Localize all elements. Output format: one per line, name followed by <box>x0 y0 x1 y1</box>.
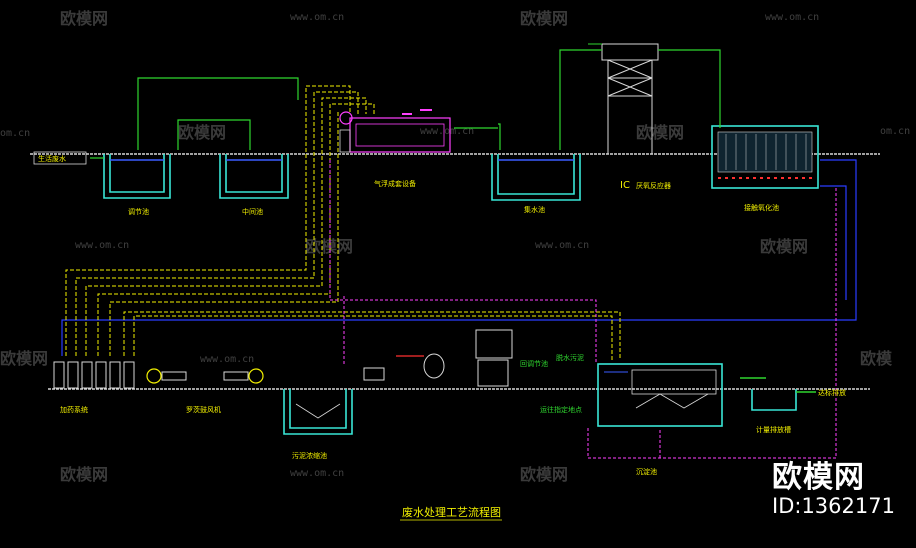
collection-tank-label: 集水池 <box>524 205 545 214</box>
sludge-dewater-label: 脱水污泥 <box>556 353 584 362</box>
roots-blower <box>146 368 264 384</box>
watermark-brand: 欧模网 <box>636 123 684 142</box>
watermark-site: www.om.cn <box>200 354 254 365</box>
sludge-pipes <box>329 160 837 459</box>
watermark-brand: 欧模网 <box>178 123 226 142</box>
middle-tank-label: 中间池 <box>242 207 263 216</box>
air-flotation-label: 气浮成套设备 <box>374 179 416 188</box>
regulating-tank-label: 调节池 <box>128 207 149 216</box>
watermark-brand: 欧模网 <box>520 465 568 484</box>
watermark-site: www.om.cn <box>290 12 344 23</box>
outfall-label: 达标排放 <box>818 388 846 397</box>
watermark-layer: 欧模网 www.om.cn 欧模网 www.om.cn om.cn 欧模网 ww… <box>0 9 910 484</box>
air-flotation-unit <box>339 109 498 153</box>
middle-tank <box>219 154 289 199</box>
ic-reactor <box>588 43 659 154</box>
watermark-brand: 欧模 <box>860 349 893 368</box>
diagram-labels: 生活废水 调节池 中间池 气浮成套设备 集水池 IC 厌氧反应器 接触氧化池 加… <box>33 151 846 476</box>
metering-tank <box>740 377 816 411</box>
metering-tank-label: 计量排放槽 <box>756 425 791 434</box>
watermark-brand: 欧模网 <box>60 465 108 484</box>
contact-oxidation-tank <box>711 125 819 189</box>
filter-press <box>363 329 513 387</box>
roots-blower-label: 罗茨鼓风机 <box>186 405 221 414</box>
watermark-site: www.om.cn <box>290 468 344 479</box>
ground-lines <box>30 153 880 390</box>
watermark-site: www.om.cn <box>420 126 474 137</box>
watermark-brand: 欧模网 <box>0 349 48 368</box>
watermark-brand: 欧模网 <box>520 9 568 28</box>
watermark-site: om.cn <box>0 128 30 139</box>
watermark-site: www.om.cn <box>535 240 589 251</box>
sedimentation-label: 沉淀池 <box>636 467 657 476</box>
diagram-title: 废水处理工艺流程图 <box>402 505 501 519</box>
water-pipes <box>61 49 857 356</box>
watermark-site: om.cn <box>880 126 910 137</box>
dosing-system-label: 加药系统 <box>60 405 88 414</box>
watermark-brand: 欧模网 <box>305 237 353 256</box>
dosing-system <box>53 361 135 389</box>
air-pipes <box>65 85 621 360</box>
contact-oxidation-label: 接触氧化池 <box>744 203 779 212</box>
ic-reactor-label: 厌氧反应器 <box>636 181 671 190</box>
ic-label: IC <box>620 180 630 191</box>
regulating-tank <box>103 154 171 199</box>
sludge-tank <box>283 389 353 435</box>
collection-tank <box>491 154 581 201</box>
watermark-site: www.om.cn <box>765 12 819 23</box>
sludge-transport-label: 运往指定地点 <box>540 405 582 414</box>
brand-overlay-name: 欧模网 <box>772 460 865 495</box>
sludge-tank-label: 污泥浓缩池 <box>292 451 327 460</box>
sedimentation-tank <box>597 363 723 427</box>
watermark-site: www.om.cn <box>75 240 129 251</box>
sludge-return-label: 回调节池 <box>520 359 548 368</box>
inlet-label: 生活废水 <box>38 154 66 163</box>
watermark-brand: 欧模网 <box>760 237 808 256</box>
brand-overlay-id: ID:1362171 <box>772 494 895 518</box>
watermark-brand: 欧模网 <box>60 9 108 28</box>
